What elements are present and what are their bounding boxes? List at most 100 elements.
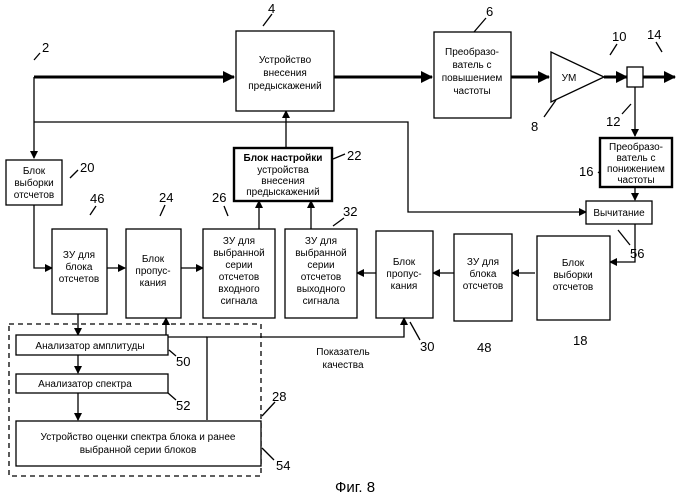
sample-in-to-mem bbox=[34, 205, 52, 268]
block-mem-in-line3: серии bbox=[225, 260, 252, 271]
block-mem-block-line3: отсчетов bbox=[59, 274, 99, 285]
block-upconv-line4: частоты bbox=[453, 86, 490, 97]
quality-to-skip-right bbox=[207, 318, 404, 420]
block-amp-analyzer-label: Анализатор амплитуды bbox=[35, 341, 144, 352]
block-tune-line2: устройства bbox=[257, 165, 309, 176]
block-predistort-line2: внесения bbox=[263, 68, 306, 79]
leader-20 bbox=[70, 170, 78, 178]
ref-4: 4 bbox=[268, 1, 275, 16]
block-mem-in-line5: входного bbox=[218, 284, 260, 295]
ref-20: 20 bbox=[80, 160, 94, 175]
block-sample-out-line3: отсчетов bbox=[553, 282, 593, 293]
block-mem-out-line3: серии bbox=[307, 260, 334, 271]
block-skip-right-line1: Блок bbox=[393, 257, 416, 268]
block-mem-out-line6: сигнала bbox=[303, 296, 340, 307]
block-mem-in: ЗУ для выбранной серии отсчетов входного… bbox=[203, 229, 275, 318]
ref-24: 24 bbox=[159, 190, 173, 205]
block-skip-right-line3: кания bbox=[391, 281, 418, 292]
block-downconv-line4: частоты bbox=[617, 175, 654, 186]
block-mem-in-line6: сигнала bbox=[221, 296, 258, 307]
block-spec-analyzer-label: Анализатор спектра bbox=[38, 379, 132, 390]
leader-46 bbox=[90, 206, 96, 215]
block-estimator: Устройство оценки спектра блока и ранее … bbox=[16, 421, 261, 466]
leader-30 bbox=[410, 322, 420, 340]
block-tune-line3: внесения bbox=[261, 176, 304, 187]
ref-30: 30 bbox=[420, 339, 434, 354]
ref-18: 18 bbox=[573, 333, 587, 348]
ref-14: 14 bbox=[647, 27, 661, 42]
leader-50 bbox=[169, 350, 176, 356]
block-downconv: Преобразо- ватель с понижением частоты bbox=[600, 138, 672, 187]
ref-2: 2 bbox=[42, 40, 49, 55]
block-mem-block-line1: ЗУ для bbox=[63, 250, 95, 261]
block-spec-analyzer: Анализатор спектра bbox=[16, 374, 168, 393]
block-estimator-line1: Устройство оценки спектра блока и ранее bbox=[41, 431, 236, 443]
block-mem-out-line4: отсчетов bbox=[301, 272, 341, 283]
block-amplifier-label: УМ bbox=[562, 73, 577, 84]
block-mem-in-line2: выбранной bbox=[213, 247, 265, 259]
block-skip-left: Блок пропус- кания bbox=[126, 229, 181, 318]
leader-32 bbox=[333, 218, 344, 226]
leader-56 bbox=[618, 230, 630, 245]
block-upconv-line2: ватель с bbox=[452, 60, 491, 71]
ref-22: 22 bbox=[347, 148, 361, 163]
leader-14 bbox=[656, 42, 662, 52]
block-mem-in-line1: ЗУ для bbox=[223, 236, 255, 247]
ref-10: 10 bbox=[612, 29, 626, 44]
leader-10 bbox=[610, 44, 617, 55]
block-skip-left-line1: Блок bbox=[142, 254, 165, 265]
block-skip-left-line3: кания bbox=[140, 278, 167, 289]
block-upconv-line1: Преобразо- bbox=[445, 46, 499, 58]
ref-16: 16 bbox=[579, 164, 593, 179]
quality-to-skip-left bbox=[166, 318, 207, 337]
ref-8: 8 bbox=[531, 119, 538, 134]
block-sample-in-line2: выборки bbox=[14, 177, 53, 189]
block-tune-line1: Блок настройки bbox=[244, 153, 323, 164]
quality-label-line1: Показатель bbox=[316, 347, 369, 358]
ref-32: 32 bbox=[343, 204, 357, 219]
ref-46: 46 bbox=[90, 191, 104, 206]
block-mem-in-line4: отсчетов bbox=[219, 272, 259, 283]
quality-label-line2: качества bbox=[322, 360, 363, 371]
leader-6 bbox=[474, 18, 486, 32]
block-amp-analyzer: Анализатор амплитуды bbox=[16, 335, 168, 355]
block-upconv: Преобразо- ватель с повышением частоты bbox=[434, 32, 511, 118]
ref-6: 6 bbox=[486, 4, 493, 19]
block-mem-block-right-line2: блока bbox=[470, 268, 497, 280]
block-mem-out-line1: ЗУ для bbox=[305, 236, 337, 247]
block-downconv-line2: ватель с bbox=[616, 153, 655, 164]
leader-28 bbox=[262, 402, 275, 416]
ref-52: 52 bbox=[176, 398, 190, 413]
ref-28: 28 bbox=[272, 389, 286, 404]
block-tune: Блок настройки устройства внесения преды… bbox=[234, 148, 332, 201]
ref-50: 50 bbox=[176, 354, 190, 369]
ref-48: 48 bbox=[477, 340, 491, 355]
leader-22 bbox=[333, 154, 345, 159]
block-skip-left-line2: пропус- bbox=[135, 266, 170, 277]
leader-12 bbox=[622, 104, 631, 114]
block-predistort-line3: предыскажений bbox=[248, 81, 321, 92]
ref-26: 26 bbox=[212, 190, 226, 205]
block-amplifier: УМ bbox=[551, 52, 604, 102]
block-mem-block-line2: блока bbox=[66, 261, 93, 273]
block-predistort: Устройство внесения предыскажений bbox=[236, 31, 334, 111]
block-sample-in-line1: Блок bbox=[23, 166, 46, 177]
block-mem-block-right-line1: ЗУ для bbox=[467, 257, 499, 268]
block-sample-out-line1: Блок bbox=[562, 258, 585, 269]
leader-52 bbox=[168, 393, 176, 400]
ref-54: 54 bbox=[276, 458, 290, 473]
block-subtract-label: Вычитание bbox=[593, 208, 645, 219]
figure-caption: Фиг. 8 bbox=[335, 479, 375, 496]
block-sample-out: Блок выборки отсчетов bbox=[537, 236, 610, 320]
leader-26 bbox=[224, 206, 228, 216]
block-downconv-line3: понижением bbox=[607, 164, 665, 175]
block-mem-out-line2: выбранной bbox=[295, 247, 347, 259]
block-mem-block-right: ЗУ для блока отсчетов bbox=[454, 234, 512, 321]
block-sample-in: Блок выборки отсчетов bbox=[6, 160, 62, 205]
block-subtract: Вычитание bbox=[586, 201, 652, 224]
block-tune-line4: предыскажений bbox=[246, 187, 319, 198]
block-skip-right: Блок пропус- кания bbox=[376, 231, 433, 318]
block-skip-right-line2: пропус- bbox=[386, 269, 421, 280]
leader-8 bbox=[544, 100, 556, 117]
